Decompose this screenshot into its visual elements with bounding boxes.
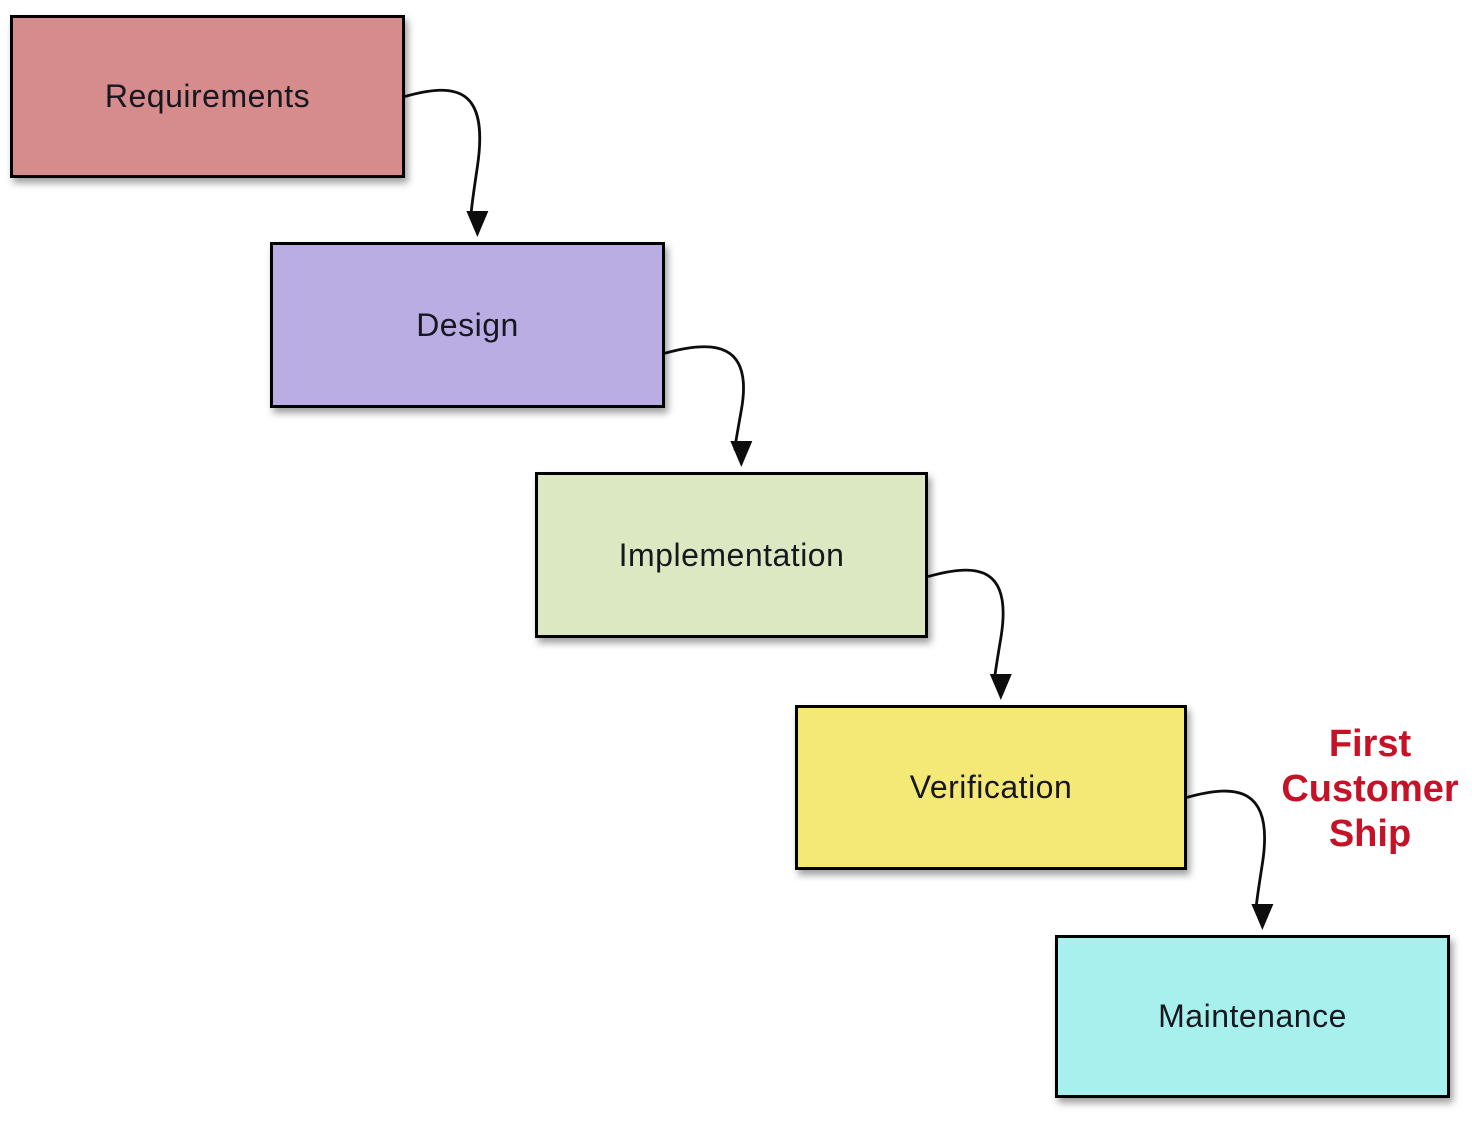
arrow-verification-to-maintenance [1186,789,1266,913]
node-label-verification: Verification [909,769,1073,805]
arrowhead-design-to-implementation-icon [730,441,753,467]
arrow-design-to-implementation [664,345,745,451]
arrow-implementation-to-verification [927,568,1005,684]
arrowhead-requirements-to-design-icon [466,211,489,237]
annotation-line: Ship [1328,813,1412,855]
arrowhead-verification-to-maintenance-icon [1251,904,1274,930]
node-label-maintenance: Maintenance [1158,998,1347,1034]
node-verification: Verification [795,705,1187,870]
node-requirements: Requirements [10,15,405,178]
node-label-requirements: Requirements [104,78,311,114]
annotation-line: First [1328,723,1412,765]
node-design: Design [270,242,665,408]
node-label-design: Design [416,306,519,343]
node-label-implementation: Implementation [618,536,845,573]
node-maintenance: Maintenance [1055,935,1450,1098]
node-implementation: Implementation [535,472,928,638]
annotation-line: Customer [1281,768,1459,810]
arrow-requirements-to-design [404,88,482,220]
arrowhead-implementation-to-verification-icon [989,674,1012,700]
